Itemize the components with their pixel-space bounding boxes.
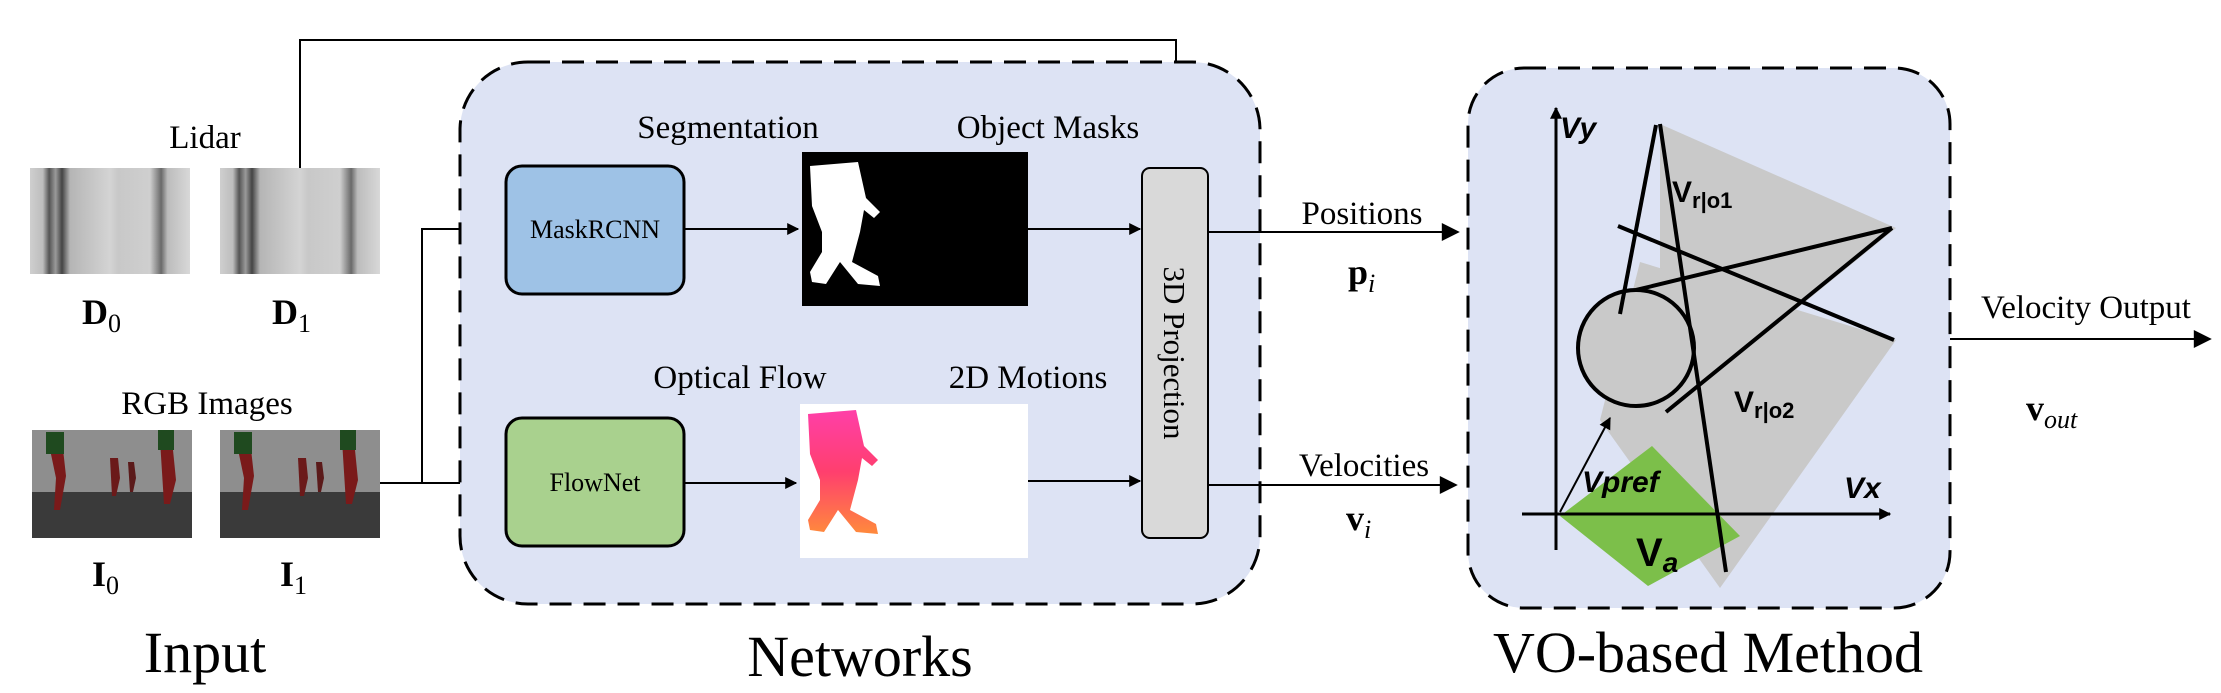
lidar-depth-d0: [30, 168, 190, 274]
rgb-frame-i1: [220, 430, 380, 538]
flownet-label: FlowNet: [550, 468, 642, 497]
segmentation-label: Segmentation: [637, 110, 818, 146]
va-label: Va: [1636, 531, 1678, 578]
pedestrian-mask-icon: [810, 162, 880, 286]
rgb-images-label: RGB Images: [121, 386, 292, 422]
optical-flow-image: [800, 404, 1028, 558]
velocity-output-label: Velocity Output: [1981, 290, 2191, 326]
vpref-arrow: [1559, 416, 1611, 513]
velocity-output-symbol: vout: [2026, 388, 2078, 434]
3d-projection-block: 3D Projection: [1141, 167, 1209, 539]
maskrcnn-label: MaskRCNN: [530, 215, 660, 244]
vo-diagram: Vy Vx Vr|o1 Vr|o2 Vpref Va: [1522, 106, 1896, 588]
vy-label: Vy: [1560, 112, 1597, 145]
velocities-symbol: vi: [1346, 498, 1371, 544]
vpref-label: Vpref: [1582, 466, 1662, 499]
optical-flow-icon: [808, 410, 878, 534]
depth-strip-icon: [220, 168, 380, 274]
positions-label: Positions: [1301, 196, 1422, 232]
segmentation-mask-image: [802, 152, 1028, 306]
vx-label: Vx: [1844, 472, 1882, 505]
vro2-label: Vr|o2: [1734, 386, 1794, 423]
d1-symbol: D1: [272, 292, 311, 338]
input-title: Input: [144, 620, 266, 685]
velocities-label: Velocities: [1299, 448, 1429, 484]
rgb-frame-i0: [32, 430, 192, 538]
object-masks-label: Object Masks: [957, 110, 1139, 146]
walking-pedestrians-icon: [234, 430, 358, 510]
walking-pedestrians-icon: [46, 430, 176, 510]
flownet-block: FlowNet: [504, 416, 686, 548]
d0-symbol: D0: [82, 292, 121, 338]
2d-motions-label: 2D Motions: [949, 360, 1108, 396]
networks-title: Networks: [747, 624, 973, 689]
vo-obstacle-circle: [1576, 288, 1696, 408]
i0-symbol: I0: [92, 554, 119, 600]
vro1-label: Vr|o1: [1672, 176, 1732, 213]
va-region: [1560, 446, 1740, 586]
positions-symbol: pi: [1348, 252, 1375, 298]
vo-method-title: VO-based Method: [1493, 620, 1923, 685]
lidar-label: Lidar: [169, 120, 240, 156]
maskrcnn-block: MaskRCNN: [504, 164, 686, 296]
optical-flow-label: Optical Flow: [653, 360, 826, 396]
depth-strip-icon: [30, 168, 190, 274]
i1-symbol: I1: [280, 554, 307, 600]
lidar-depth-d1: [220, 168, 380, 274]
3d-projection-label: 3D Projection: [1157, 266, 1192, 440]
